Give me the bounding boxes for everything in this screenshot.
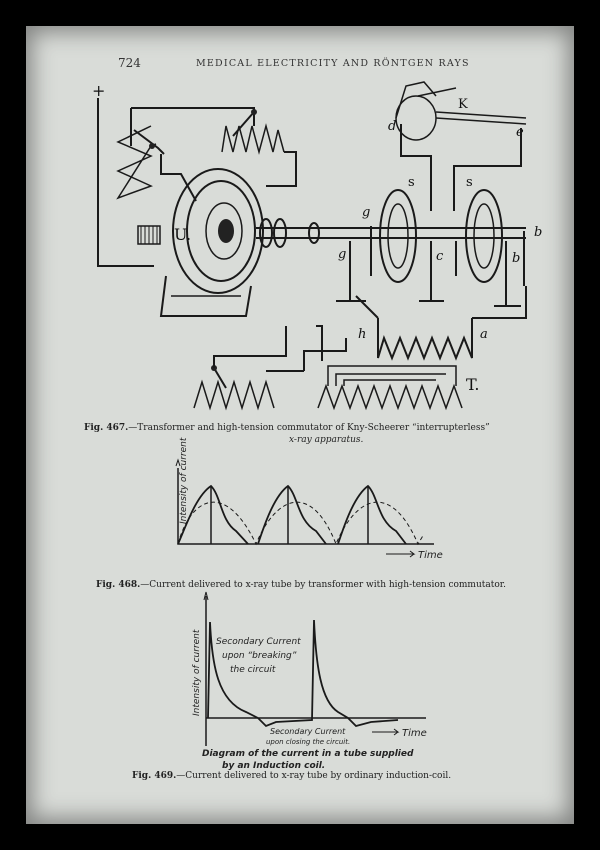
label-s1: s: [408, 175, 415, 190]
fig469-annot-bot-1: Secondary Current: [270, 727, 346, 736]
book-page: 724 MEDICAL ELECTRICITY AND RÖNTGEN RAYS…: [26, 26, 574, 824]
fig467-caption-num: Fig. 467.: [84, 423, 129, 433]
page-number: 724: [118, 56, 141, 70]
fig469-caption-num: Fig. 469.: [132, 771, 177, 781]
fig469-annot-top-2: upon “breaking”: [222, 651, 297, 661]
page-header: 724 MEDICAL ELECTRICITY AND RÖNTGEN RAYS: [26, 56, 574, 76]
fig468-caption-num: Fig. 468.: [96, 580, 141, 590]
fig469-annot-top-1: Secondary Current: [216, 637, 301, 647]
label-c: c: [436, 249, 444, 264]
rheostat-right: [221, 109, 285, 155]
left-wire: [97, 98, 154, 267]
rheostat-bottom: [193, 365, 275, 411]
plus-label: +: [92, 81, 105, 100]
fig468-x-label: Time: [418, 550, 443, 561]
coil-leads: [355, 286, 527, 319]
rheostat-left: [116, 125, 165, 200]
fig469-diagram-note-2: by an Induction coil.: [222, 761, 325, 771]
fig467-caption-text-2: x-ray apparatus.: [289, 435, 364, 445]
label-a: a: [480, 327, 488, 342]
fig469-y-label: Intensity of current: [192, 629, 202, 716]
disc-s: [465, 189, 503, 283]
figure-467-diagram: + U.: [92, 81, 542, 771]
tube-leads: [400, 124, 522, 211]
top-wire: [130, 107, 255, 146]
main-shaft: [256, 227, 526, 239]
label-b1: b: [534, 225, 542, 240]
fig468-caption: Fig. 468.—Current delivered to x-ray tub…: [96, 579, 566, 591]
fig468-caption-text: —Current delivered to x-ray tube by tran…: [140, 580, 506, 590]
figure-468-graph: Intensity of current Time: [175, 437, 443, 561]
terminal-posts: [349, 226, 525, 306]
label-d: d: [388, 119, 396, 134]
commutator-rings: [259, 218, 320, 248]
secondary-coil: [377, 318, 473, 361]
fig469-annot-bot-2: upon closing the circuit.: [266, 738, 350, 746]
fig468-peak-lines: [210, 486, 369, 544]
xray-tube-K: K d e: [388, 81, 527, 141]
fig469-x-label: Time: [402, 728, 427, 739]
label-g: g: [362, 205, 370, 220]
disc-s1: [379, 189, 417, 283]
fig468-time-arrow: [386, 550, 416, 558]
fig468-current-curve: [177, 484, 407, 545]
label-h: h: [358, 327, 366, 342]
figure-469-graph: Intensity of current Secondary Current u…: [192, 591, 427, 771]
fig468-y-arrow: [175, 458, 181, 467]
rheostat-wires: [160, 151, 297, 202]
fig469-annot-top-3: the circuit: [230, 665, 276, 675]
motor-U: U.: [137, 168, 264, 317]
fig469-caption-text: —Current delivered to x-ray tube by ordi…: [176, 771, 452, 781]
primary-taps: [327, 365, 457, 386]
fig469-current-curve: [207, 619, 399, 728]
label-T: T.: [466, 375, 479, 394]
label-K: K: [458, 97, 468, 112]
fig468-axes: [177, 468, 434, 545]
fig467-caption-text: —Transformer and high-tension commutator…: [128, 423, 490, 433]
fig469-diagram-note-1: Diagram of the current in a tube supplie…: [202, 749, 414, 759]
label-s: s: [466, 175, 473, 190]
fig469-y-arrow: [203, 591, 209, 601]
primary-coil: [317, 383, 463, 411]
fig468-y-label: Intensity of current: [179, 437, 189, 524]
primary-wire: [266, 338, 347, 372]
fig469-time-arrow: [372, 728, 400, 736]
fig467-caption: Fig. 467.—Transformer and high-tension c…: [84, 422, 564, 446]
fig469-caption: Fig. 469.—Current delivered to x-ray tub…: [132, 770, 552, 782]
bottom-wires: [213, 325, 323, 368]
label-U: U.: [174, 225, 191, 244]
label-g1: g: [338, 247, 346, 262]
label-b: b: [512, 251, 520, 266]
running-title: MEDICAL ELECTRICITY AND RÖNTGEN RAYS: [196, 58, 470, 69]
